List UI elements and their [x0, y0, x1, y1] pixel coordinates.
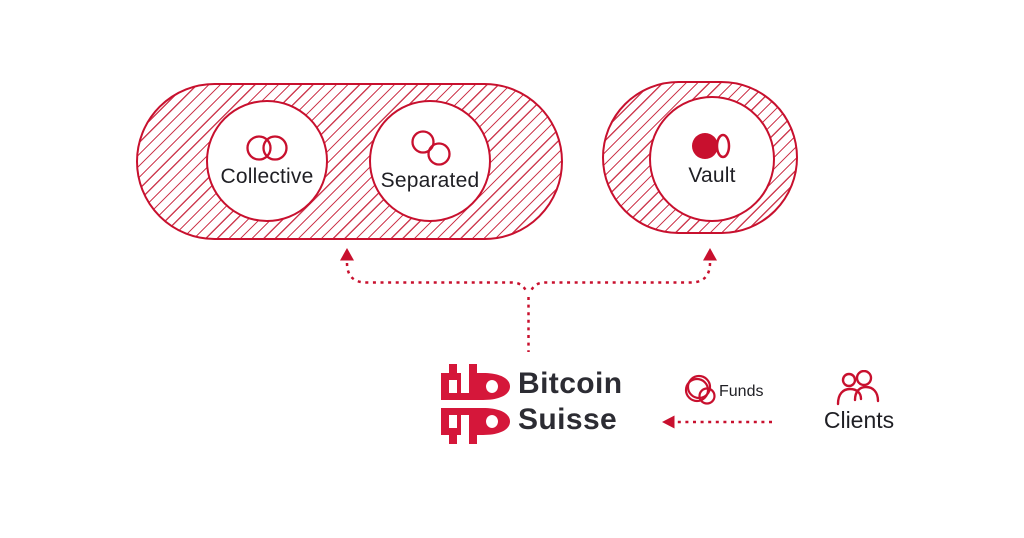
brand-line2: Suisse [518, 403, 618, 436]
bitcoin-suisse-logo-mark-icon [441, 364, 510, 444]
arrowhead-up-right-icon [703, 248, 717, 261]
node-label-vault: Vault [688, 163, 736, 187]
clients-label: Clients [823, 407, 895, 433]
funds-label: Funds [719, 383, 764, 400]
arrowhead-left-icon [662, 415, 675, 429]
node-collective: Collective [206, 100, 328, 222]
stacked-coins-icon [684, 374, 716, 405]
brand-line1: Bitcoin [518, 367, 623, 400]
brand-wordmark: Bitcoin Suisse [518, 366, 622, 438]
overlapping-circles-icon [246, 134, 288, 161]
pooled-custody-container [136, 83, 563, 240]
node-separated: Separated [369, 100, 491, 222]
two-people-icon [836, 370, 880, 406]
bracket-right-branch [528, 262, 712, 294]
node-label-collective: Collective [220, 164, 314, 188]
arrowhead-up-left-icon [340, 248, 354, 261]
node-label-separated: Separated [380, 168, 480, 192]
bracket-left-branch [345, 262, 529, 294]
coin-and-ellipse-icon [692, 132, 731, 159]
separated-circles-icon [411, 129, 451, 166]
node-vault: Vault [649, 96, 775, 222]
